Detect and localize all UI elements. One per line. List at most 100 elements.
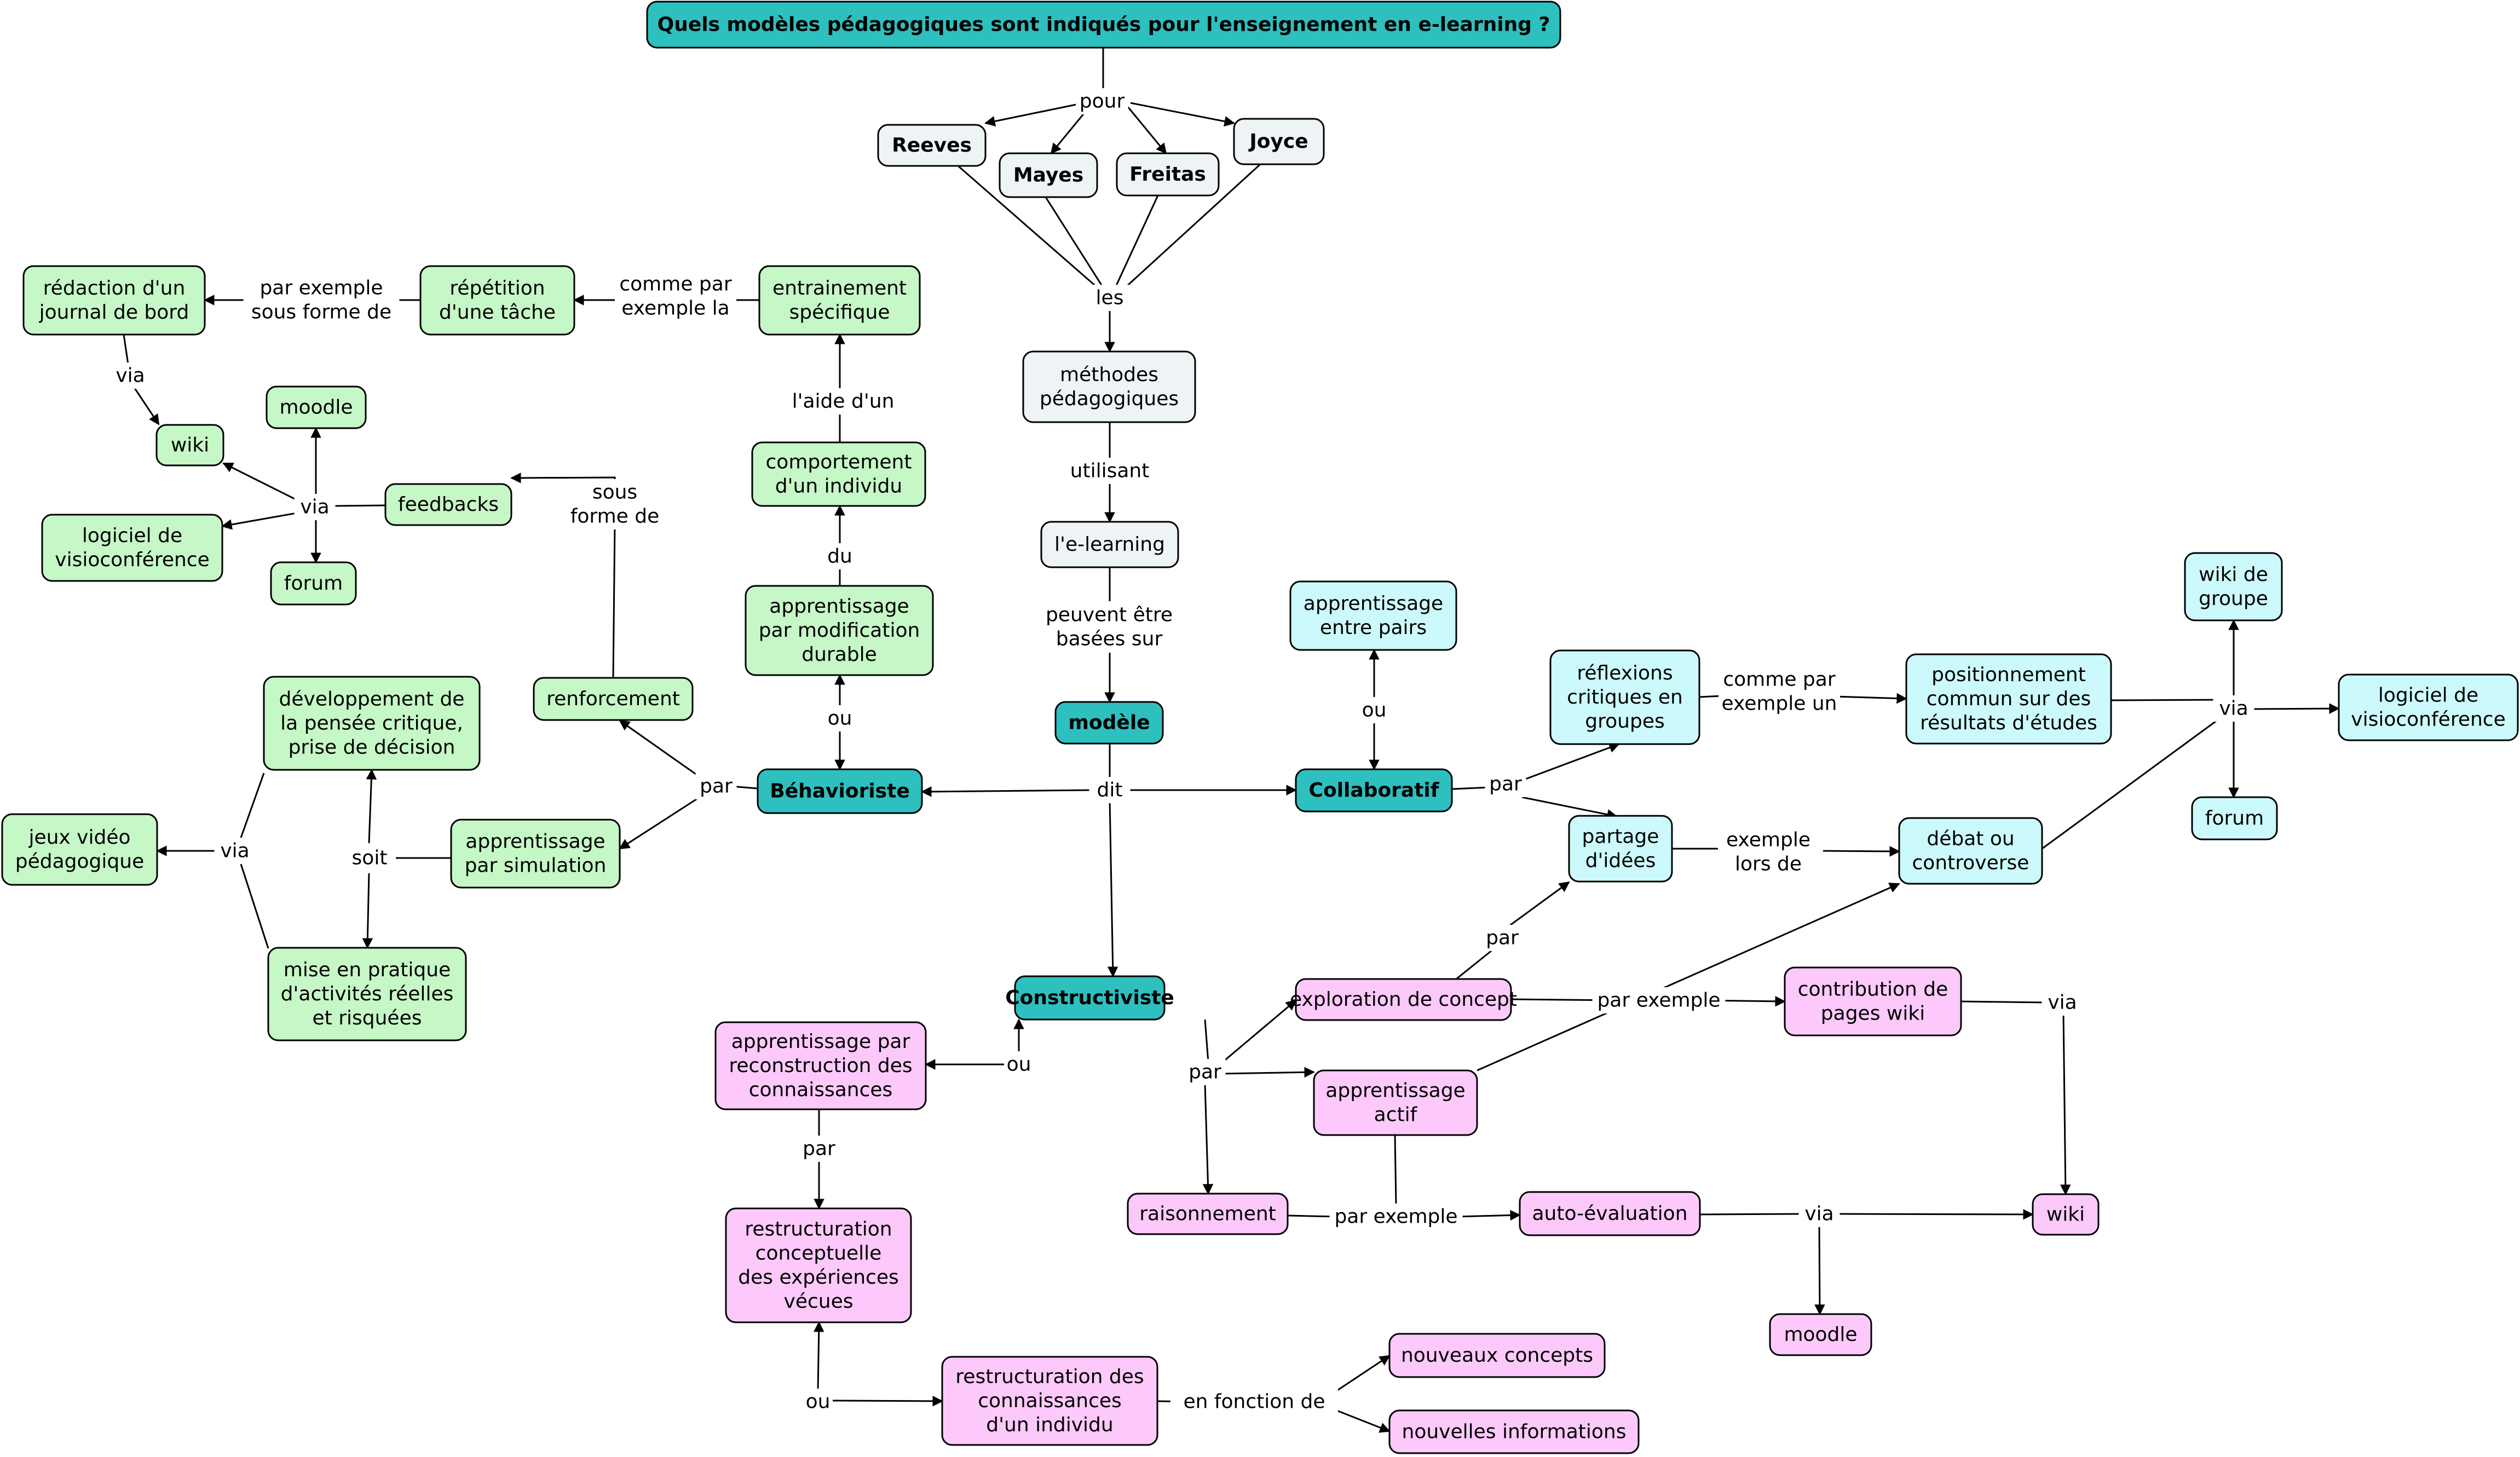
- node-p-wiki[interactable]: wiki: [2032, 1193, 2100, 1236]
- node-root-box: [646, 1, 1561, 49]
- link-label-dit-line-1: dit: [1097, 779, 1123, 802]
- node-exploration[interactable]: exploration de concept: [1290, 978, 1517, 1021]
- node-renforcement-line-1: renforcement: [546, 688, 680, 710]
- connector-75: [1457, 1210, 1521, 1221]
- connector-65: [1204, 1019, 1209, 1063]
- link-label-pour-line-1: pour: [1080, 90, 1125, 113]
- node-app-recon-line-2: reconstruction des: [729, 1055, 912, 1077]
- node-contribution-box: [1784, 966, 1962, 1036]
- node-modele-line-1: modèle: [1068, 712, 1150, 734]
- node-feedbacks[interactable]: feedbacks: [384, 483, 512, 526]
- link-label-p-ou: ou: [1004, 1051, 1034, 1078]
- link-label-b-aide: l'aide d'un: [776, 388, 910, 414]
- connector-2: [984, 102, 1085, 127]
- node-nouveaux[interactable]: nouveaux concepts: [1388, 1333, 1606, 1378]
- node-raisonnement[interactable]: raisonnement: [1127, 1193, 1289, 1235]
- node-mayes[interactable]: Mayes: [999, 152, 1098, 198]
- node-c-logiciel-box: [2338, 673, 2519, 741]
- node-constructiviste[interactable]: Constructiviste: [1005, 975, 1174, 1021]
- node-contribution-line-1: contribution de: [1798, 978, 1948, 1001]
- node-restr-conn-box: [941, 1356, 1158, 1446]
- connector-18: [1107, 800, 1118, 977]
- node-app-pairs-box: [1289, 580, 1457, 651]
- link-label-b-via3: via: [214, 838, 256, 864]
- node-reeves[interactable]: Reeves: [877, 124, 987, 167]
- node-app-recon-box: [714, 1021, 927, 1110]
- node-modele[interactable]: modèle: [1054, 701, 1164, 745]
- node-renforcement-box: [533, 677, 694, 721]
- node-debat-line-2: controverse: [1912, 852, 2029, 874]
- node-b-forum-box: [270, 561, 357, 606]
- connector-39: [619, 719, 703, 780]
- link-label-p-par2: par: [1481, 925, 1523, 951]
- node-mise-pratique-line-2: d'activités réelles: [281, 983, 454, 1005]
- node-partage-line-2: d'idées: [1585, 850, 1656, 872]
- node-methodes-box: [1022, 350, 1196, 423]
- node-mise-pratique-line-1: mise en pratique: [284, 959, 451, 981]
- node-restr-concept-box: [725, 1207, 912, 1323]
- connector-73: [1477, 883, 1900, 1072]
- connector-8: [1113, 195, 1159, 291]
- node-autoeval[interactable]: auto-évaluation: [1519, 1191, 1701, 1236]
- node-collaboratif[interactable]: Collaboratif: [1295, 768, 1453, 813]
- node-p-moodle[interactable]: moodle: [1769, 1313, 1872, 1356]
- node-b-moodle-box: [266, 385, 367, 429]
- node-root[interactable]: Quels modèles pédagogiques sont indiqués…: [646, 1, 1561, 49]
- connector-76: [1394, 1134, 1397, 1205]
- node-comportement-box: [751, 441, 926, 507]
- connector-78: [2060, 1013, 2071, 1195]
- node-partage-box: [1568, 815, 1673, 883]
- node-c-forum[interactable]: forum: [2191, 796, 2278, 840]
- link-label-b-du-line-1: du: [827, 545, 852, 568]
- node-renforcement[interactable]: renforcement: [533, 677, 694, 721]
- connector-49: [1451, 786, 1491, 790]
- node-behavioriste[interactable]: Béhavioriste: [757, 768, 923, 814]
- link-label-c-exemple-line-1: exemple: [1726, 829, 1810, 851]
- link-label-b-via1: via: [109, 362, 151, 389]
- node-b-moodle[interactable]: moodle: [266, 385, 367, 429]
- node-elearning[interactable]: l'e-learning: [1040, 521, 1179, 568]
- node-redaction-line-2: journal de bord: [39, 301, 189, 324]
- node-app-simul-box: [450, 819, 621, 889]
- node-raisonnement-box: [1127, 1193, 1289, 1235]
- node-b-wiki[interactable]: wiki: [155, 424, 224, 467]
- connector-31: [335, 504, 386, 507]
- connector-5: [1130, 102, 1235, 127]
- node-freitas[interactable]: Freitas: [1116, 152, 1220, 197]
- node-joyce[interactable]: Joyce: [1233, 118, 1325, 165]
- node-restr-concept-line-2: conceptuelle: [756, 1242, 882, 1265]
- node-reeves-box: [877, 124, 987, 167]
- link-label-les: les: [1089, 285, 1131, 311]
- link-label-p-enfonction: en fonction de: [1170, 1389, 1338, 1415]
- node-nouvelles[interactable]: nouvelles informations: [1388, 1409, 1640, 1454]
- node-repetition-line-2: d'une tâche: [439, 301, 556, 324]
- node-b-forum[interactable]: forum: [270, 561, 357, 606]
- node-raisonnement-line-1: raisonnement: [1139, 1203, 1276, 1225]
- node-elearning-box: [1040, 521, 1179, 568]
